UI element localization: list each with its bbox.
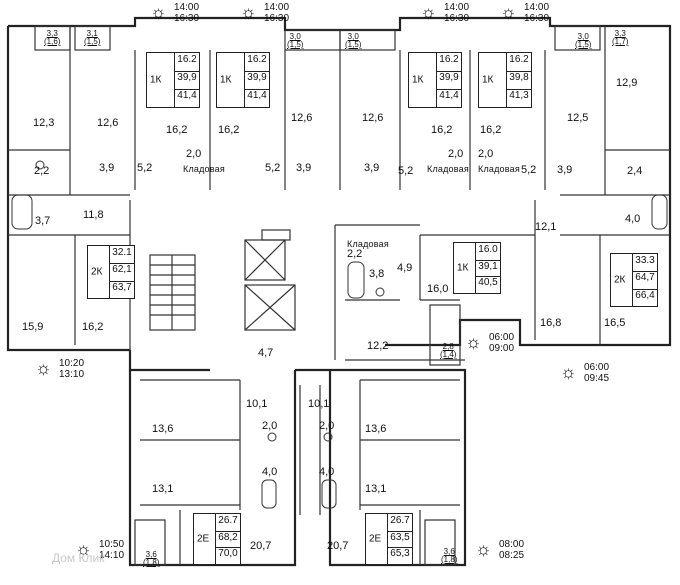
room-area: 3,8 xyxy=(369,268,385,280)
sun-icon: ☼ xyxy=(150,2,167,22)
room-area: 12,9 xyxy=(616,77,638,89)
sun-icon: ☼ xyxy=(35,358,52,378)
room-area: 13,1 xyxy=(152,483,174,495)
room-area: 2,0 xyxy=(319,420,335,432)
room-area: 2,0 xyxy=(448,148,464,160)
room-area: 15,9 xyxy=(22,321,44,333)
room-area: 16,5 xyxy=(604,317,626,329)
balcony-label: 3,3(1,6) xyxy=(44,29,61,46)
room-area: 4,0 xyxy=(262,466,278,478)
room-area: 12,6 xyxy=(362,112,384,124)
room-area: 10,1 xyxy=(246,398,268,410)
room-area: 4,7 xyxy=(258,347,274,359)
storage-label: Кладовая xyxy=(427,164,469,174)
room-area: 5,2 xyxy=(398,165,414,177)
balcony-label: 3,6(1,8) xyxy=(441,547,458,564)
sun-icon: ☼ xyxy=(475,539,492,559)
room-area: 12,5 xyxy=(567,112,589,124)
room-area: 16,2 xyxy=(431,124,453,136)
room-area: 5,2 xyxy=(265,162,281,174)
room-area: 2,2 xyxy=(34,165,50,177)
room-area: 5,2 xyxy=(137,162,153,174)
room-area: 12,3 xyxy=(33,117,55,129)
room-area: 16,2 xyxy=(218,124,240,136)
room-area: 12,1 xyxy=(535,221,557,233)
balcony-label: 3,3(1,7) xyxy=(612,29,629,46)
room-area: 2,0 xyxy=(262,420,278,432)
room-area: 2,2 xyxy=(347,248,363,260)
sun-icon: ☼ xyxy=(560,362,577,382)
room-area: 3,9 xyxy=(99,162,115,174)
sun-icon: ☼ xyxy=(240,2,257,22)
balcony-label: 3,6(1,8) xyxy=(143,550,160,567)
room-area: 13,6 xyxy=(365,423,387,435)
room-area: 10,1 xyxy=(308,398,330,410)
room-area: 16,2 xyxy=(166,124,188,136)
room-area: 20,7 xyxy=(250,540,272,552)
room-area: 3,9 xyxy=(364,162,380,174)
room-area: 13,6 xyxy=(152,423,174,435)
room-area: 2,4 xyxy=(627,165,643,177)
room-area: 4,0 xyxy=(625,213,641,225)
room-area: 16,2 xyxy=(82,321,104,333)
storage-label: Кладовая xyxy=(478,164,520,174)
balcony-label: 3,0(1,5) xyxy=(287,32,304,49)
room-area: 3,9 xyxy=(557,164,573,176)
room-area: 20,7 xyxy=(327,540,349,552)
balcony-label: 2,8(1,4) xyxy=(440,342,457,359)
room-area: 4,0 xyxy=(319,466,335,478)
room-area: 13,1 xyxy=(365,483,387,495)
storage-label: Кладовая xyxy=(347,239,389,249)
storage-label: Кладовая xyxy=(183,164,225,174)
room-area: 11,8 xyxy=(83,209,104,221)
balcony-label: 3,1(1,5) xyxy=(84,29,101,46)
room-area: 16,0 xyxy=(427,283,449,295)
room-area: 12,6 xyxy=(97,117,119,129)
sun-icon: ☼ xyxy=(75,539,92,559)
balcony-label: 3,0(1,5) xyxy=(345,32,362,49)
balcony-label: 3,0(1,5) xyxy=(575,32,592,49)
room-area: 12,2 xyxy=(367,340,389,352)
room-area: 2,0 xyxy=(186,148,202,160)
room-area: 12,6 xyxy=(291,112,313,124)
watermark: Дом Клик xyxy=(52,551,105,565)
room-area: 3,9 xyxy=(296,162,312,174)
sun-icon: ☼ xyxy=(420,2,437,22)
room-area: 16,2 xyxy=(480,124,502,136)
sun-icon: ☼ xyxy=(465,332,482,352)
room-area: 2,0 xyxy=(478,148,494,160)
room-area: 16,8 xyxy=(540,317,562,329)
sun-icon: ☼ xyxy=(500,2,517,22)
room-area: 5,2 xyxy=(521,164,537,176)
room-area: 3,7 xyxy=(35,215,51,227)
room-area: 4,9 xyxy=(397,262,413,274)
